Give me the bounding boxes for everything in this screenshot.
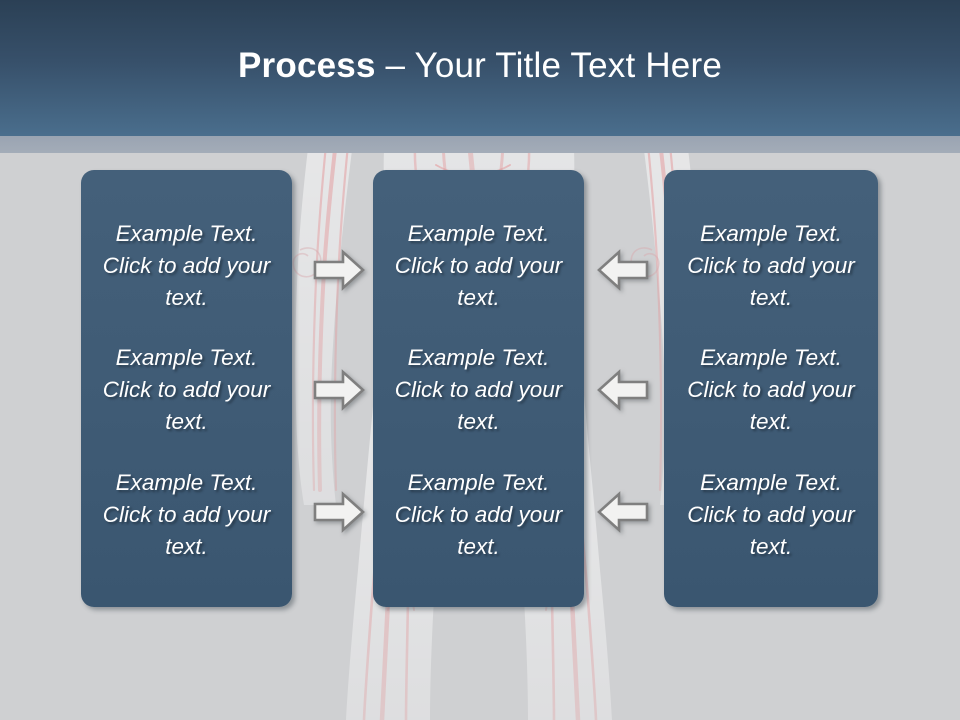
process-box-column-3[interactable]: Example Text. Click to add your text. Ex… xyxy=(664,170,878,607)
arrow-left-icon[interactable] xyxy=(597,491,649,533)
page-title: Process – Your Title Text Here xyxy=(0,46,960,86)
process-text-1-3[interactable]: Example Text. Click to add your text. xyxy=(102,469,271,559)
slide-header-accent-band xyxy=(0,136,960,153)
process-text-3-3[interactable]: Example Text. Click to add your text. xyxy=(687,469,855,559)
process-text-1-1[interactable]: Example Text. Click to add your text. xyxy=(102,221,271,311)
process-text-1-2[interactable]: Example Text. Click to add your text. xyxy=(102,345,271,435)
arrow-left-icon[interactable] xyxy=(597,369,649,411)
process-text-2-2[interactable]: Example Text. Click to add your text. xyxy=(394,345,563,435)
arrow-right-icon[interactable] xyxy=(313,369,365,411)
process-box-column-1[interactable]: Example Text. Click to add your text. Ex… xyxy=(81,170,292,607)
process-text-3-1[interactable]: Example Text. Click to add your text. xyxy=(687,221,855,311)
arrow-right-icon[interactable] xyxy=(313,249,365,291)
process-text-3-2[interactable]: Example Text. Click to add your text. xyxy=(687,345,855,435)
process-box-column-2[interactable]: Example Text. Click to add your text. Ex… xyxy=(373,170,584,607)
process-text-2-3[interactable]: Example Text. Click to add your text. xyxy=(394,469,563,559)
arrow-right-icon[interactable] xyxy=(313,491,365,533)
arrow-left-icon[interactable] xyxy=(597,249,649,291)
title-rest-text: – Your Title Text Here xyxy=(375,46,722,85)
process-text-2-1[interactable]: Example Text. Click to add your text. xyxy=(394,221,563,311)
title-bold-text: Process xyxy=(238,46,376,85)
